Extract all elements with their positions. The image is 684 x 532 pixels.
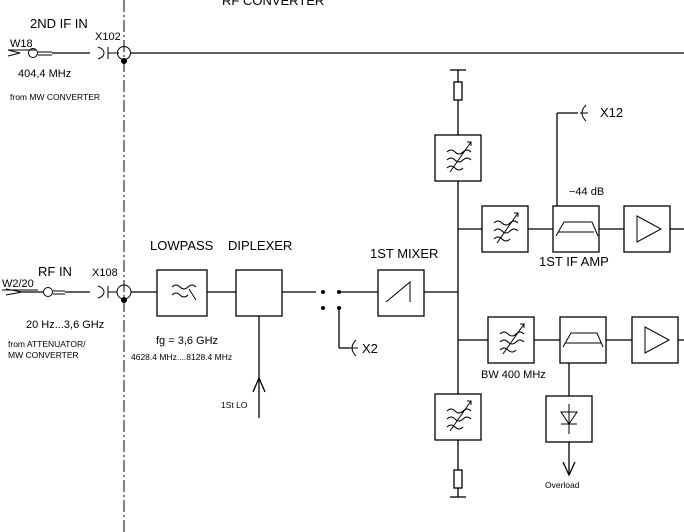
mixer-label: 1ST MIXER: [370, 246, 438, 261]
rf-source-line1: from ATTENUATOR/: [8, 339, 86, 349]
lo-label: 1St LO: [221, 400, 248, 410]
diplexer-label: DIPLEXER: [228, 238, 292, 253]
if-bandpass-symbol: [555, 221, 599, 237]
lower-bandpass-symbol: [562, 332, 604, 348]
if2-source: from MW CONVERTER: [10, 92, 100, 102]
mixer-block: [377, 269, 425, 317]
if-tunable-filter-symbol: [493, 212, 519, 244]
attenuation-label: −44 dB: [569, 186, 604, 198]
upper-tunable-filter-symbol: [446, 141, 472, 173]
if-amplifier-triangle: [636, 215, 663, 243]
lower-tunable-filter: [487, 316, 535, 364]
rf-in-label: RF IN: [38, 264, 72, 279]
if2-connector-label: W18: [10, 38, 33, 50]
cutoff-frequency: fg = 3,6 GHz: [156, 335, 218, 347]
if-tunable-filter: [481, 205, 529, 253]
lo-arrow: [252, 376, 266, 393]
x12-jack-icon: [580, 104, 588, 122]
if-amp-label: 1ST IF AMP: [539, 254, 609, 269]
bottom-tunable-filter-symbol: [446, 400, 472, 432]
mixer-symbol: [385, 280, 411, 303]
upper-tunable-filter: [434, 134, 482, 182]
if-amplifier: [623, 205, 671, 253]
lower-amplifier: [631, 316, 679, 364]
lower-bandpass-block: [559, 316, 607, 364]
if2-jack-x102: [97, 46, 131, 64]
if2-freq: 404,4 MHz: [18, 68, 71, 80]
rf-jack-x108: [97, 284, 132, 303]
lo-frequency-range: 4628.4 MHz....8128.4 MHz: [131, 352, 232, 362]
x2-jack-icon: [350, 339, 358, 357]
lowpass-symbol: [171, 284, 197, 301]
detector-diode-icon: [560, 404, 578, 434]
lower-tunable-filter-symbol: [499, 323, 525, 355]
bottom-termination-resistor: [453, 469, 463, 489]
lower-amplifier-triangle: [644, 326, 671, 354]
rf-source-line2: MW CONVERTER: [8, 350, 79, 360]
if2-in-label: 2ND IF IN: [30, 16, 88, 31]
lowpass-label: LOWPASS: [150, 238, 214, 253]
bw-label: BW 400 MHz: [481, 369, 546, 381]
header-title: RF CONVERTER: [222, 0, 324, 8]
rf-coax-plug: [5, 287, 90, 297]
x12-label: X12: [600, 105, 623, 120]
rf-connector-label: W2/20: [2, 278, 34, 290]
x2-label: X2: [362, 341, 378, 356]
x2-switch-contacts: [321, 290, 350, 349]
if2-coax-plug: [7, 48, 90, 58]
diplexer-block: [235, 269, 283, 317]
top-termination-resistor: [453, 81, 463, 101]
lowpass-block: [156, 269, 208, 317]
rf-freq: 20 Hz...3,6 GHz: [26, 319, 104, 331]
overload-arrow: [562, 461, 576, 477]
rf-jack-label: X108: [92, 267, 118, 279]
bottom-tunable-filter: [434, 393, 482, 441]
overload-label: Overload: [545, 480, 580, 490]
if2-jack-label: X102: [95, 31, 121, 43]
